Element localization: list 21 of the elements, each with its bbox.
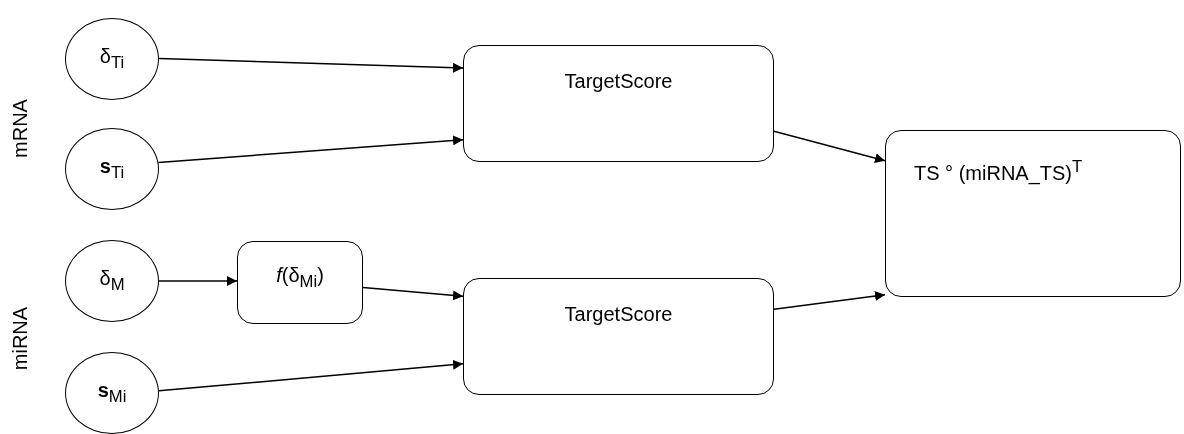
process-box <box>463 278 774 395</box>
process-box <box>885 130 1181 297</box>
arrow <box>773 130 886 163</box>
node-label: TS ° (miRNA_TS)$^{T}$ <box>914 157 1083 185</box>
process-box <box>463 45 774 162</box>
arrow <box>362 286 464 301</box>
arrow <box>773 291 886 311</box>
node-label: δ$_{M}$ <box>99 267 125 295</box>
node-label: TargetScore <box>564 303 673 326</box>
arrow <box>157 135 464 164</box>
arrow <box>158 359 464 392</box>
row-label: miRNA <box>8 306 32 370</box>
row-label: mRNA <box>8 98 32 158</box>
node-label: δ$_{Ti}$ <box>99 45 125 73</box>
node-label: TargetScore <box>564 70 673 93</box>
node-label: f(δ$_{Mi}$) <box>276 264 324 292</box>
arrow <box>158 276 238 286</box>
arrow <box>158 57 464 73</box>
process-box <box>237 241 363 324</box>
node-label: s$_{Mi}$ <box>97 379 127 407</box>
node-label: s$_{Ti}$ <box>99 155 125 183</box>
